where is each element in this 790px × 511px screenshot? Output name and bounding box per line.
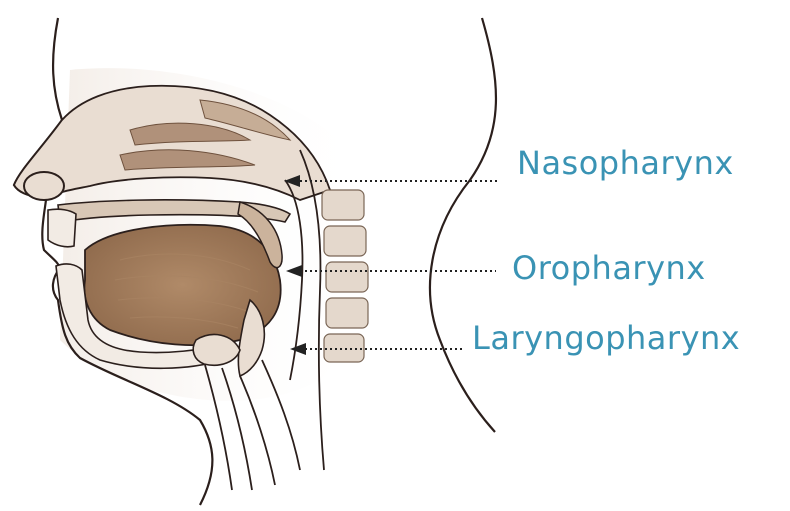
oropharynx-label: Oropharynx xyxy=(512,252,706,284)
nasopharynx-label: Nasopharynx xyxy=(517,147,734,179)
laryngopharynx-label: Laryngopharynx xyxy=(472,322,740,354)
neck-back-outline xyxy=(430,18,496,432)
upper-lip xyxy=(48,209,76,247)
nostril xyxy=(24,172,64,200)
cervical-vertebrae xyxy=(322,190,368,362)
